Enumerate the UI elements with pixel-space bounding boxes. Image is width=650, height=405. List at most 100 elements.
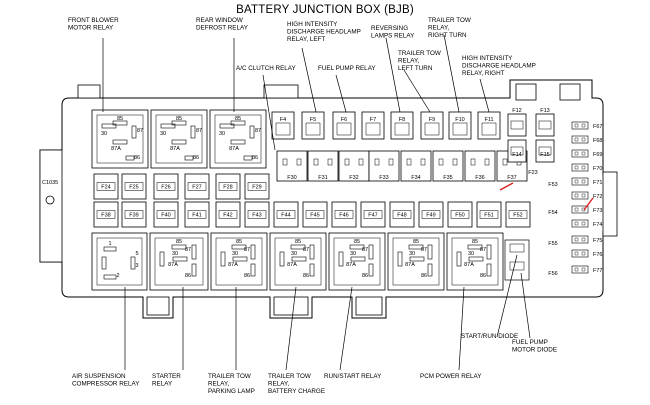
fuse-label: F13	[540, 108, 549, 114]
fuse-f10: F10	[448, 111, 472, 140]
callout-line: TRAILER TOW	[428, 17, 471, 24]
fuse-label: F36	[475, 175, 484, 181]
fuse-f42: F42	[215, 201, 241, 228]
fuse-label: F72	[593, 194, 602, 200]
fuse-label: F44	[281, 213, 290, 219]
fuse-f36: F36	[464, 150, 496, 182]
diode-holder	[504, 239, 530, 281]
fuse-label: F34	[411, 175, 420, 181]
callout-leader	[285, 286, 297, 371]
mounting-hole	[45, 195, 55, 205]
fuse-f6: F6	[332, 111, 356, 140]
callout-line: RIGHT TURN	[428, 32, 467, 39]
callout-line: START/RUN DIODE	[461, 333, 518, 340]
fuse-f71: F71	[571, 177, 602, 186]
fuse-f45: F45	[302, 201, 328, 228]
fuse-label: F27	[192, 185, 201, 191]
fuse-f15: F15	[535, 139, 555, 163]
fuse-label: F71	[593, 180, 602, 186]
pin-86: 86	[480, 273, 486, 279]
fuse-label: F43	[252, 213, 261, 219]
pin-5: 5	[135, 251, 138, 257]
fuse-label: F55	[548, 241, 557, 247]
fuse-f74: F74	[571, 219, 602, 228]
callout-leader	[335, 74, 347, 113]
connector-label: C1035	[42, 180, 58, 186]
fuse-label: F26	[161, 185, 170, 191]
fuse-f9: F9	[420, 111, 444, 140]
pin-85: 85	[236, 239, 242, 245]
fuse-label: F12	[512, 108, 521, 114]
mounting-tab	[77, 84, 101, 99]
mounting-tab	[515, 83, 537, 101]
callout-line: PCM POWER RELAY	[420, 373, 482, 380]
callout-leader	[499, 182, 514, 191]
callout-line: RUN/START RELAY	[324, 373, 382, 380]
callout-leader	[443, 34, 460, 113]
fuse-f67: F67	[571, 121, 602, 130]
fuse-f31: F31	[307, 150, 339, 182]
fuse-label: F52	[513, 213, 522, 219]
pin-87a: 87A	[405, 262, 415, 268]
fuse-label: F37	[507, 175, 516, 181]
pin-87a: 87A	[346, 262, 356, 268]
pin-85: 85	[176, 239, 182, 245]
pin-87: 87	[196, 128, 202, 134]
callout-line: LEFT TURN	[398, 65, 433, 72]
fuse-f32: F32	[338, 150, 370, 182]
fuse-label: F51	[484, 213, 493, 219]
callout-line: RELAY,	[398, 58, 419, 65]
mounting-foot	[355, 296, 383, 316]
fuse-f28: F28	[215, 173, 241, 200]
pin-87: 87	[244, 247, 250, 253]
callout-line: REAR WINDOW	[196, 17, 243, 24]
fuse-f4: F4	[271, 111, 295, 140]
fuse-label: F54	[548, 210, 557, 216]
pin-85: 85	[413, 239, 419, 245]
pin-30: 30	[232, 251, 238, 257]
callout-pcm-power: PCM POWER RELAY	[420, 373, 482, 380]
fuse-f77: F77	[571, 265, 602, 274]
fuse-f50: F50	[447, 201, 473, 228]
fuse-label: F32	[349, 175, 358, 181]
pin-87: 87	[185, 247, 191, 253]
fuse-f34: F34	[400, 150, 432, 182]
fuse-label: F47	[368, 213, 377, 219]
fuse-label: F23	[528, 170, 537, 176]
fuse-label: F77	[593, 268, 602, 274]
fuse-f70: F70	[571, 163, 602, 172]
fuse-f38: F38	[93, 201, 119, 228]
fuse-label: F4	[280, 117, 286, 123]
callout-line: LAMPS RELAY	[371, 33, 415, 40]
fuse-label: F73	[593, 208, 602, 214]
fuse-label: F69	[593, 152, 602, 158]
connector-body	[39, 149, 63, 263]
fuse-label: F5	[310, 117, 316, 123]
fuse-f5: F5	[301, 111, 325, 140]
pin-85: 85	[235, 116, 241, 122]
callout-line: TRAILER TOW	[268, 373, 311, 380]
pin-30: 30	[350, 251, 356, 257]
pin-85: 85	[295, 239, 301, 245]
fuse-f46: F46	[331, 201, 357, 228]
pin-86: 86	[303, 273, 309, 279]
fuse-f27: F27	[184, 173, 210, 200]
side-latch	[602, 171, 618, 237]
start-run-diode-body	[509, 243, 525, 253]
fuse-label: F38	[101, 213, 110, 219]
fuse-f13: F13	[535, 108, 555, 137]
pin-87: 87	[303, 247, 309, 253]
pin-2: 2	[116, 273, 119, 279]
callout-line: FUEL PUMP	[512, 339, 548, 346]
pin-85: 85	[472, 239, 478, 245]
fuse-label: F48	[397, 213, 406, 219]
